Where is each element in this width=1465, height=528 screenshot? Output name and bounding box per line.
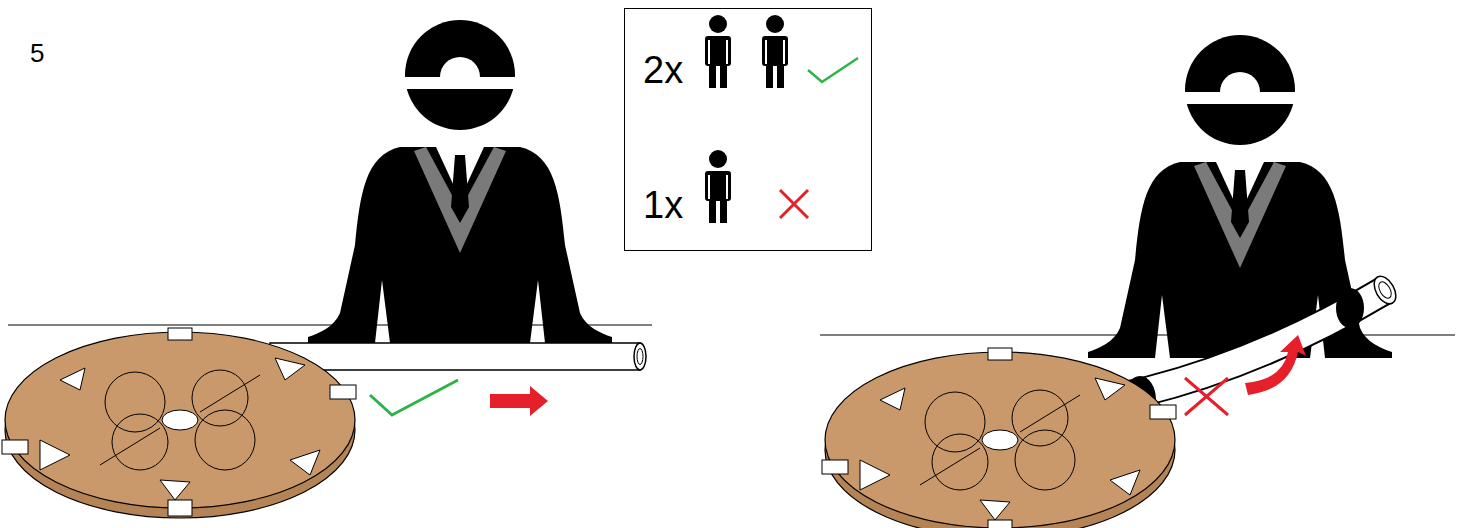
person-count: 2x: [643, 51, 683, 89]
step-number: 5: [30, 40, 44, 66]
team-size-box: 2x 1x: [624, 8, 872, 251]
person-count: 1x: [643, 186, 683, 224]
